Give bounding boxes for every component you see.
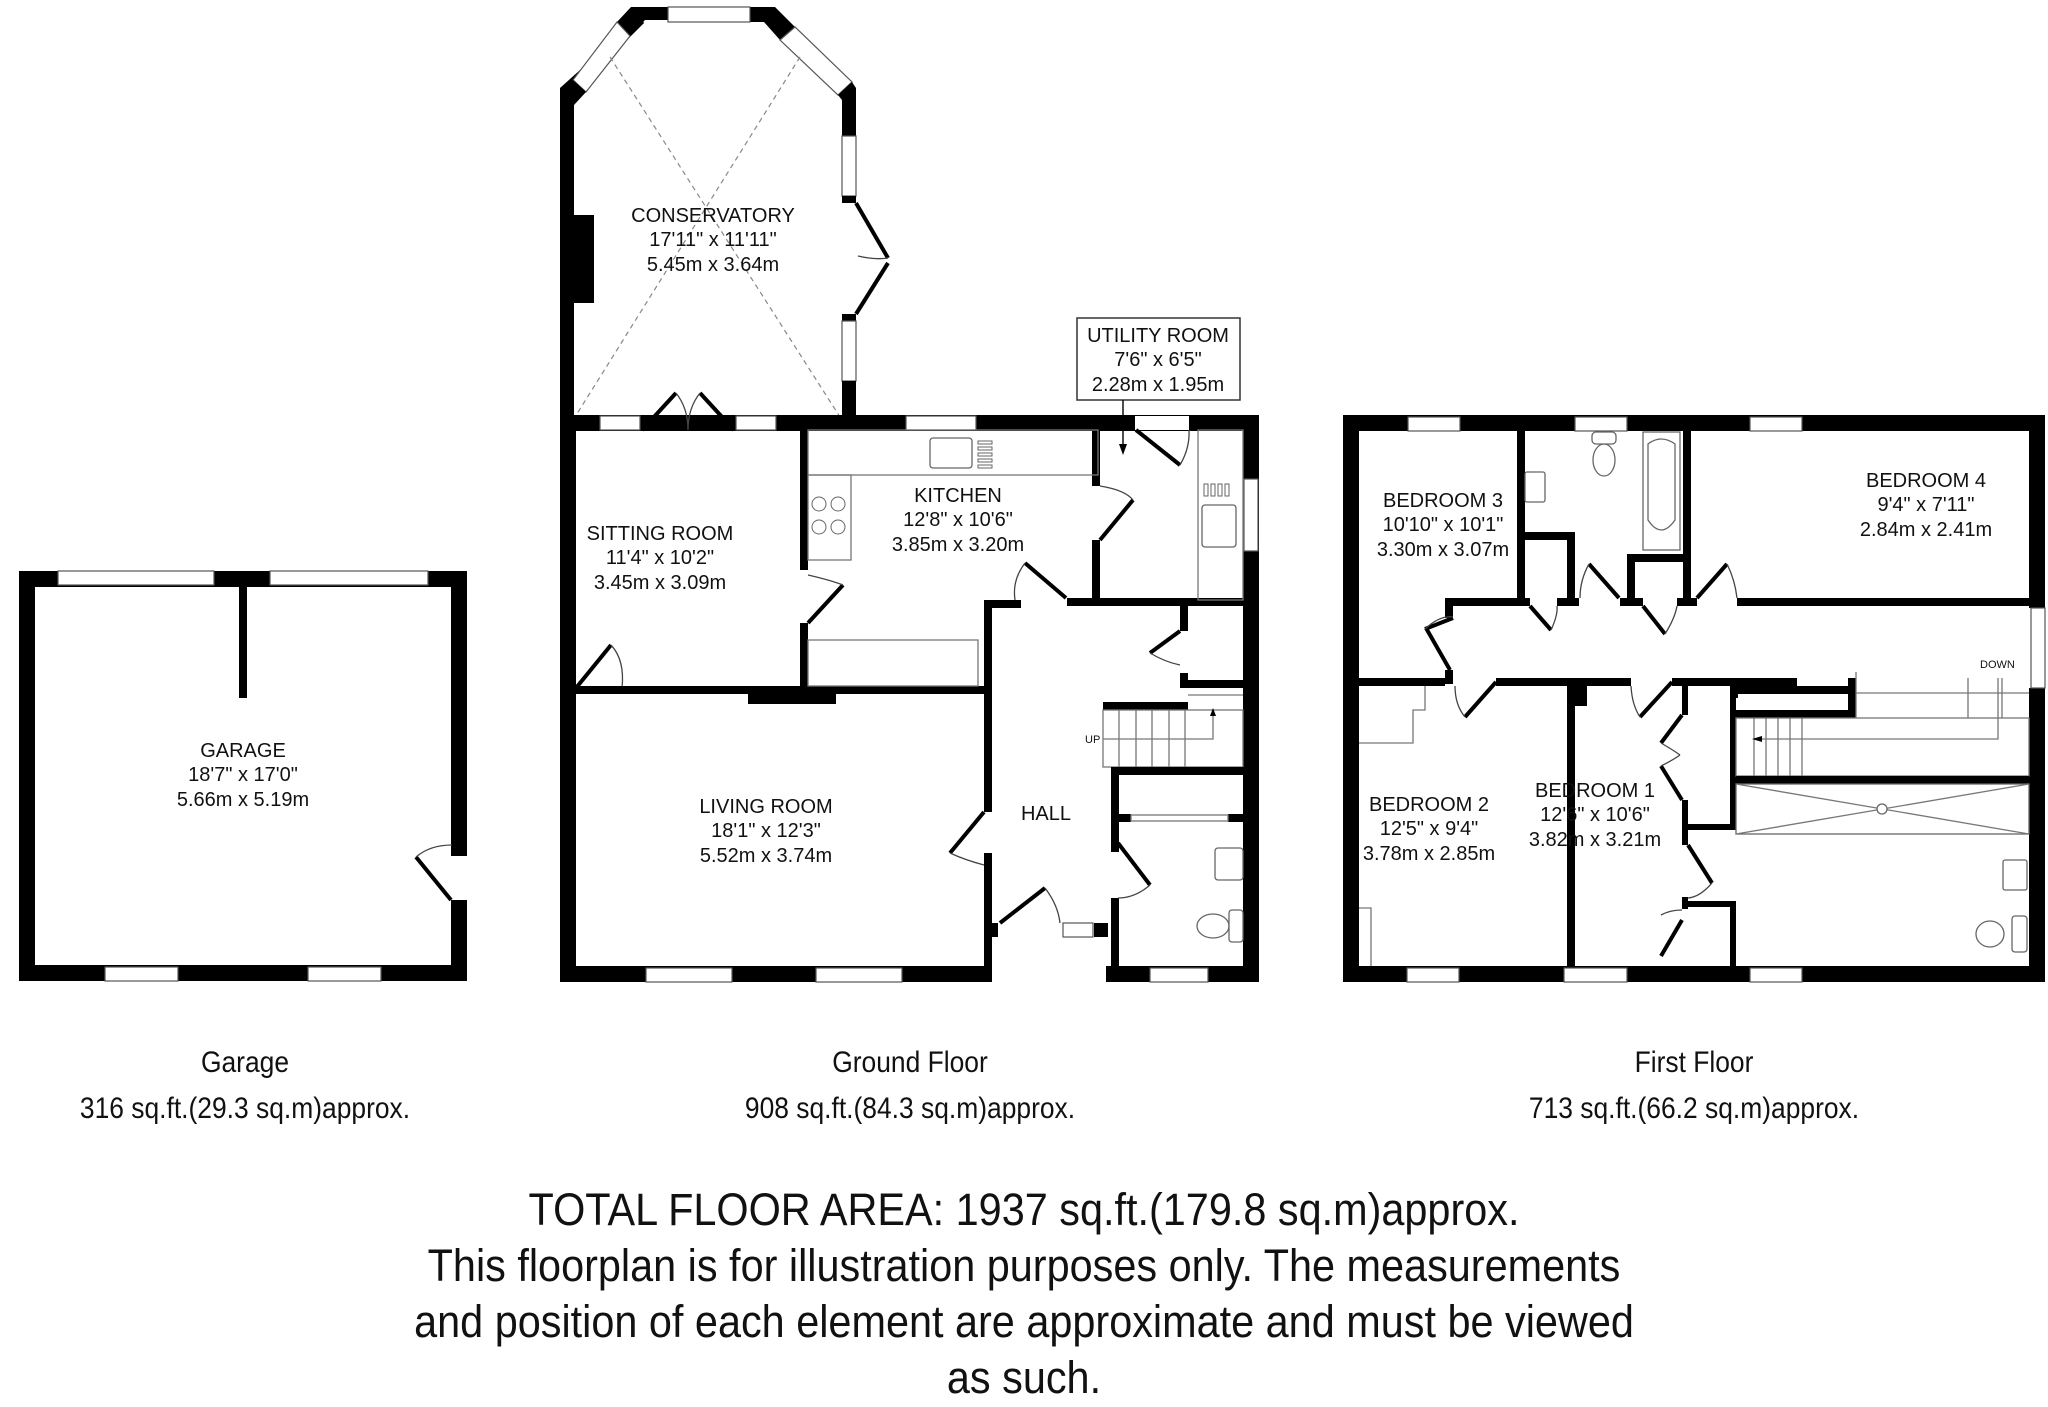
window — [815, 967, 903, 983]
window — [735, 415, 777, 431]
room-name-bedroom3: BEDROOM 3 — [1383, 490, 1503, 512]
room-size-imperial-bedroom1: 12'6" x 10'6" — [1540, 804, 1650, 826]
window — [1062, 922, 1094, 938]
disclaimer-line-2: and position of each element are approxi… — [414, 1296, 1634, 1347]
room-name-hall: HALL — [1021, 803, 1071, 825]
room-size-metric-bedroom2: 3.78m x 2.85m — [1363, 843, 1495, 865]
room-name-utility: UTILITY ROOM — [1087, 325, 1229, 347]
room-size-imperial-utility: 7'6" x 6'5" — [1114, 349, 1201, 371]
window — [269, 570, 429, 586]
window — [1149, 967, 1209, 983]
room-size-imperial-bedroom4: 9'4" x 7'11" — [1877, 494, 1974, 516]
first-floor-caption: First Floor 713 sq.ft.(66.2 sq.m)approx. — [1430, 1040, 1958, 1132]
window — [307, 966, 382, 982]
window — [599, 415, 641, 431]
room-size-imperial-conservatory: 17'11" x 11'11" — [649, 229, 776, 251]
room-size-imperial-kitchen: 12'8" x 10'6" — [903, 509, 1013, 531]
room-size-metric-living: 5.52m x 3.74m — [700, 845, 832, 867]
garage-title: Garage — [200, 1046, 290, 1079]
footer: TOTAL FLOOR AREA: 1937 sq.ft.(179.8 sq.m… — [82, 1182, 1966, 1406]
window — [1563, 967, 1628, 983]
room-size-metric-bedroom3: 3.30m x 3.07m — [1377, 539, 1509, 561]
room-name-bedroom2: BEDROOM 2 — [1369, 794, 1489, 816]
window — [841, 135, 857, 197]
window — [1407, 416, 1461, 432]
door — [414, 855, 453, 902]
room-size-metric-conservatory: 5.45m x 3.64m — [647, 254, 779, 276]
window — [1749, 967, 1803, 983]
window — [57, 570, 215, 586]
window — [1406, 967, 1460, 983]
room-size-imperial-bedroom2: 12'5" x 9'4" — [1380, 818, 1479, 840]
window — [2030, 607, 2046, 689]
room-name-sitting: SITTING ROOM — [587, 523, 734, 545]
room-size-metric-kitchen: 3.85m x 3.20m — [892, 534, 1024, 556]
room-size-metric-sitting: 3.45m x 3.09m — [594, 572, 726, 594]
window — [1574, 416, 1628, 432]
first-floor-title: First Floor — [1634, 1046, 1754, 1079]
garage-plan: GARAGE 18'7" x 17'0" 5.66m x 5.19m — [19, 570, 467, 982]
window — [667, 6, 751, 23]
ground-floor-plan: CONSERVATORY 17'11" x 11'11" 5.45m x 3.6… — [560, 6, 1259, 983]
window — [1243, 478, 1259, 552]
window — [104, 966, 179, 982]
garage-caption: Garage 316 sq.ft.(29.3 sq.m)approx. — [29, 1040, 460, 1132]
disclaimer-line-3: as such. — [946, 1352, 1102, 1403]
room-size-metric-garage: 5.66m x 5.19m — [177, 789, 309, 811]
room-size-imperial-garage: 18'7" x 17'0" — [188, 764, 298, 786]
window — [1749, 416, 1803, 432]
ground-floor-caption: Ground Floor 908 sq.ft.(84.3 sq.m)approx… — [646, 1040, 1174, 1132]
room-size-metric-utility: 2.28m x 1.95m — [1092, 374, 1224, 396]
ground-floor-title: Ground Floor — [832, 1046, 988, 1079]
garage-area: 316 sq.ft.(29.3 sq.m)approx. — [79, 1092, 411, 1125]
window — [779, 26, 853, 96]
room-name-kitchen: KITCHEN — [914, 485, 1002, 507]
ground-floor-area: 908 sq.ft.(84.3 sq.m)approx. — [744, 1092, 1076, 1125]
room-size-metric-bedroom1: 3.82m x 3.21m — [1529, 829, 1661, 851]
total-floor-area: TOTAL FLOOR AREA: 1937 sq.ft.(179.8 sq.m… — [528, 1184, 1520, 1235]
room-name-bedroom4: BEDROOM 4 — [1866, 470, 1986, 492]
room-name-living: LIVING ROOM — [699, 796, 832, 818]
room-name-conservatory: CONSERVATORY — [631, 205, 795, 227]
window — [905, 415, 977, 431]
window — [841, 320, 857, 382]
window — [572, 21, 631, 93]
room-size-imperial-sitting: 11'4" x 10'2" — [606, 547, 714, 569]
first-floor-plan: DOWN BEDROOM 3 10'10" x 10'1" 3.30m x 3.… — [1343, 415, 2046, 983]
room-name-bedroom1: BEDROOM 1 — [1535, 780, 1655, 802]
room-size-imperial-living: 18'1" x 12'3" — [711, 820, 821, 842]
disclaimer-line-1: This floorplan is for illustration purpo… — [427, 1240, 1621, 1291]
stairs-down-label: DOWN — [1980, 659, 2015, 671]
room-size-imperial-bedroom3: 10'10" x 10'1" — [1383, 514, 1504, 536]
stairs-up-label: UP — [1085, 734, 1100, 746]
room-name-garage: GARAGE — [200, 740, 286, 762]
window — [645, 967, 733, 983]
room-size-metric-bedroom4: 2.84m x 2.41m — [1860, 519, 1992, 541]
first-floor-area: 713 sq.ft.(66.2 sq.m)approx. — [1528, 1092, 1860, 1125]
